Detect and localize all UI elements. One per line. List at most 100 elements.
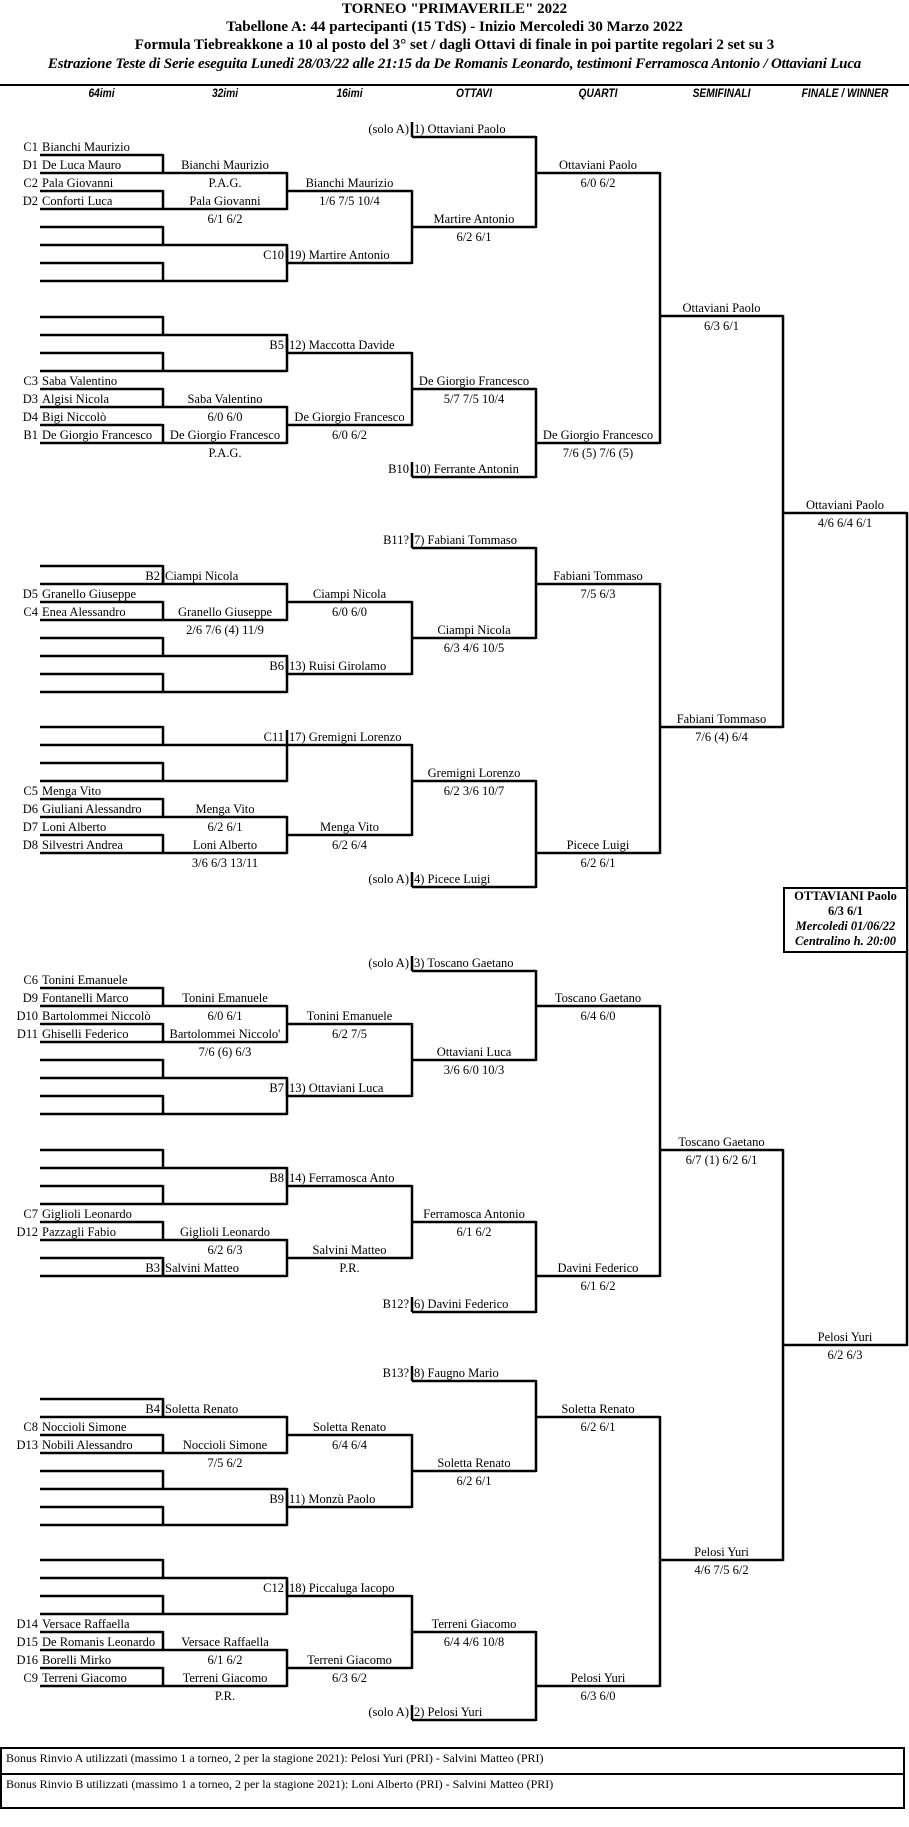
entry-name: Enea Alessandro xyxy=(42,605,126,619)
entry-seed: D3 xyxy=(22,392,38,406)
bonus-b-box: Bonus Rinvio B utilizzati (massimo 1 a t… xyxy=(0,1773,905,1809)
seed-label: B12? xyxy=(382,1297,409,1311)
entry-name: Pazzagli Fabio xyxy=(42,1225,116,1239)
entry-seed: B1 xyxy=(23,428,38,442)
match-score: 6/3 4/6 10/5 xyxy=(443,641,505,655)
match-winner: Giglioli Leonardo xyxy=(180,1225,270,1239)
entry-name: Noccioli Simone xyxy=(42,1420,127,1434)
entry-seed: C2 xyxy=(23,176,38,190)
seeded-player: 12) Maccotta Davide xyxy=(289,338,395,352)
seeded-player: 18) Piccaluga Iacopo xyxy=(289,1581,395,1595)
entry-seed: C5 xyxy=(23,784,38,798)
entry-name: Silvestri Andrea xyxy=(42,838,123,852)
match-winner: Davini Federico xyxy=(557,1261,639,1275)
seed-label: C11 xyxy=(263,730,284,744)
seeded-player: 1) Ottaviani Paolo xyxy=(414,122,506,136)
seeded-player: 8) Faugno Mario xyxy=(414,1366,499,1380)
match-score: 6/1 6/2 xyxy=(580,1279,616,1293)
entry-seed: C8 xyxy=(23,1420,38,1434)
entry-name: Fontanelli Marco xyxy=(42,991,129,1005)
match-score: 6/4 6/4 xyxy=(331,1438,368,1452)
match-winner: Toscano Gaetano xyxy=(678,1135,765,1149)
match-score: 3/6 6/0 10/3 xyxy=(443,1063,505,1077)
match-score: 7/5 6/3 xyxy=(580,587,616,601)
seeded-player: Salvini Matteo xyxy=(165,1261,239,1275)
entry-name: Tonini Emanuele xyxy=(42,973,128,987)
seed-label: B6 xyxy=(269,659,284,673)
entry-seed: D10 xyxy=(16,1009,38,1023)
match-score: 6/0 6/1 xyxy=(207,1009,243,1023)
match-winner: Saba Valentino xyxy=(187,392,263,406)
match-score: P.R. xyxy=(339,1261,360,1275)
match-winner: Tonini Emanuele xyxy=(306,1009,393,1023)
entry-name: Pala Giovanni xyxy=(42,176,114,190)
match-score: 1/6 7/5 10/4 xyxy=(319,194,380,208)
entry-seed: D9 xyxy=(22,991,38,1005)
entry-name: De Romanis Leonardo xyxy=(42,1635,156,1649)
seed-label: C10 xyxy=(263,248,284,262)
champion-name: OTTAVIANI Paolo xyxy=(794,889,897,903)
round-header-64: 64imi xyxy=(88,86,115,100)
match-score: 6/2 6/4 xyxy=(331,838,368,852)
entry-name: Algisi Nicola xyxy=(42,392,110,406)
match-winner: Terreni Giacomo xyxy=(431,1617,517,1631)
seeded-player: 14) Ferramosca Anto xyxy=(289,1171,395,1185)
match-winner: Menga Vito xyxy=(195,802,255,816)
match-winner: Gremigni Lorenzo xyxy=(427,766,521,780)
match-winner: Loni Alberto xyxy=(192,838,258,852)
seed-label: B4 xyxy=(145,1402,160,1416)
match-score: 2/6 7/6 (4) 11/9 xyxy=(186,623,264,637)
match-winner: Martire Antonio xyxy=(433,212,515,226)
final-date: Mercoledi 01/06/22 xyxy=(795,919,896,933)
match-winner: Ciampi Nicola xyxy=(312,587,387,601)
match-score: 7/5 6/2 xyxy=(207,1456,243,1470)
match-score: 6/2 6/1 xyxy=(580,1420,616,1434)
entry-name: De Giorgio Francesco xyxy=(42,428,153,442)
seeded-player: 4) Picece Luigi xyxy=(414,872,491,886)
match-score: 6/0 6/0 xyxy=(207,410,243,424)
seed-label: B3 xyxy=(145,1261,160,1275)
seed-label: B5 xyxy=(269,338,284,352)
match-winner: Tonini Emanuele xyxy=(182,991,268,1005)
seeded-player: 17) Gremigni Lorenzo xyxy=(289,730,402,744)
seed-label: B10 xyxy=(388,462,409,476)
entry-seed: C1 xyxy=(23,140,38,154)
seeded-player: 10) Ferrante Antonin xyxy=(414,462,519,476)
match-score: 6/2 7/5 xyxy=(331,1027,368,1041)
round-header-16: 16imi xyxy=(336,86,363,100)
round-header-32: 32imi xyxy=(211,86,239,100)
match-winner: Salvini Matteo xyxy=(312,1243,387,1257)
entry-seed: C7 xyxy=(23,1207,38,1221)
seed-label: B13? xyxy=(382,1366,409,1380)
entry-name: Bartolommei Niccolò xyxy=(42,1009,151,1023)
match-winner: Pelosi Yuri xyxy=(570,1671,626,1685)
entry-name: Conforti Luca xyxy=(42,194,113,208)
match-winner: Ottaviani Paolo xyxy=(682,301,761,315)
match-score: 6/7 (1) 6/2 6/1 xyxy=(685,1153,758,1167)
match-score: 6/2 6/1 xyxy=(456,230,492,244)
seeded-player: 19) Martire Antonio xyxy=(289,248,390,262)
seed-label: (solo A) xyxy=(368,1705,409,1719)
entry-seed: D2 xyxy=(22,194,38,208)
match-winner: Menga Vito xyxy=(319,820,380,834)
entry-seed: C9 xyxy=(23,1671,38,1685)
match-score: 6/1 6/2 xyxy=(207,212,243,226)
entry-name: Nobili Alessandro xyxy=(42,1438,133,1452)
entry-name: Ghiselli Federico xyxy=(42,1027,129,1041)
entry-seed: D7 xyxy=(22,820,38,834)
entry-name: Terreni Giacomo xyxy=(42,1671,127,1685)
seeded-player: 13) Ottaviani Luca xyxy=(289,1081,384,1095)
match-winner: Ferramosca Antonio xyxy=(423,1207,525,1221)
seed-label: B7 xyxy=(269,1081,284,1095)
match-score: 6/2 6/1 xyxy=(207,820,243,834)
bonus-a-text: Bonus Rinvio A utilizzati (massimo 1 a t… xyxy=(6,1751,544,1765)
entry-name: Versace Raffaella xyxy=(42,1617,130,1631)
seeding-note: Estrazione Teste di Serie eseguita Luned… xyxy=(47,56,862,72)
match-winner: Picece Luigi xyxy=(566,838,630,852)
entry-name: Saba Valentino xyxy=(42,374,118,388)
entry-seed: D14 xyxy=(16,1617,38,1631)
entry-name: Borelli Mirko xyxy=(42,1653,112,1667)
match-score: 6/0 6/2 xyxy=(331,428,368,442)
bonus-a-box: Bonus Rinvio A utilizzati (massimo 1 a t… xyxy=(0,1747,905,1775)
